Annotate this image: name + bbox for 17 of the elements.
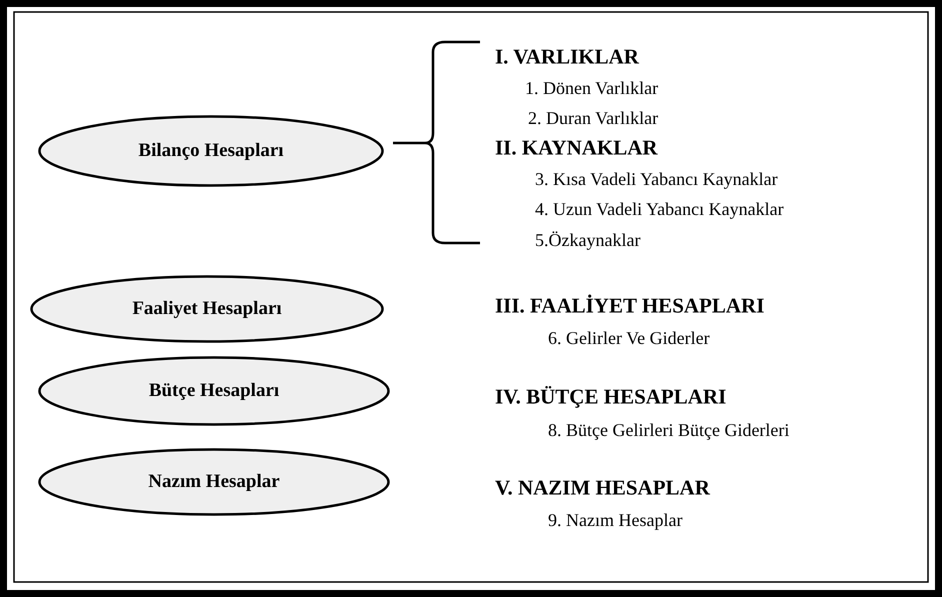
section-heading: II. KAYNAKLAR [495,138,658,158]
list-item: 2. Duran Varlıklar [528,109,658,127]
section-heading: IV. BÜTÇE HESAPLARI [495,386,726,408]
list-item: 5.Özkaynaklar [535,231,640,249]
list-item: 8. Bütçe Gelirleri Bütçe Giderleri [548,421,790,439]
node-label: Bütçe Hesapları [148,380,280,402]
section-heading: III. FAALİYET HESAPLARI [495,296,764,316]
node-label: Faaliyet Hesapları [131,298,283,320]
node-label: Nazım Hesaplar [147,471,281,493]
list-item: 9. Nazım Hesaplar [548,511,682,529]
list-item: 6. Gelirler Ve Giderler [548,329,710,347]
section-heading: V. NAZIM HESAPLAR [495,478,710,498]
list-item: 1. Dönen Varlıklar [525,79,658,97]
section-heading: I. VARLIKLAR [495,46,639,68]
list-item: 3. Kısa Vadeli Yabancı Kaynaklar [535,170,778,188]
list-item: 4. Uzun Vadeli Yabancı Kaynaklar [535,200,784,218]
node-label: Bilanço Hesapları [137,140,285,162]
